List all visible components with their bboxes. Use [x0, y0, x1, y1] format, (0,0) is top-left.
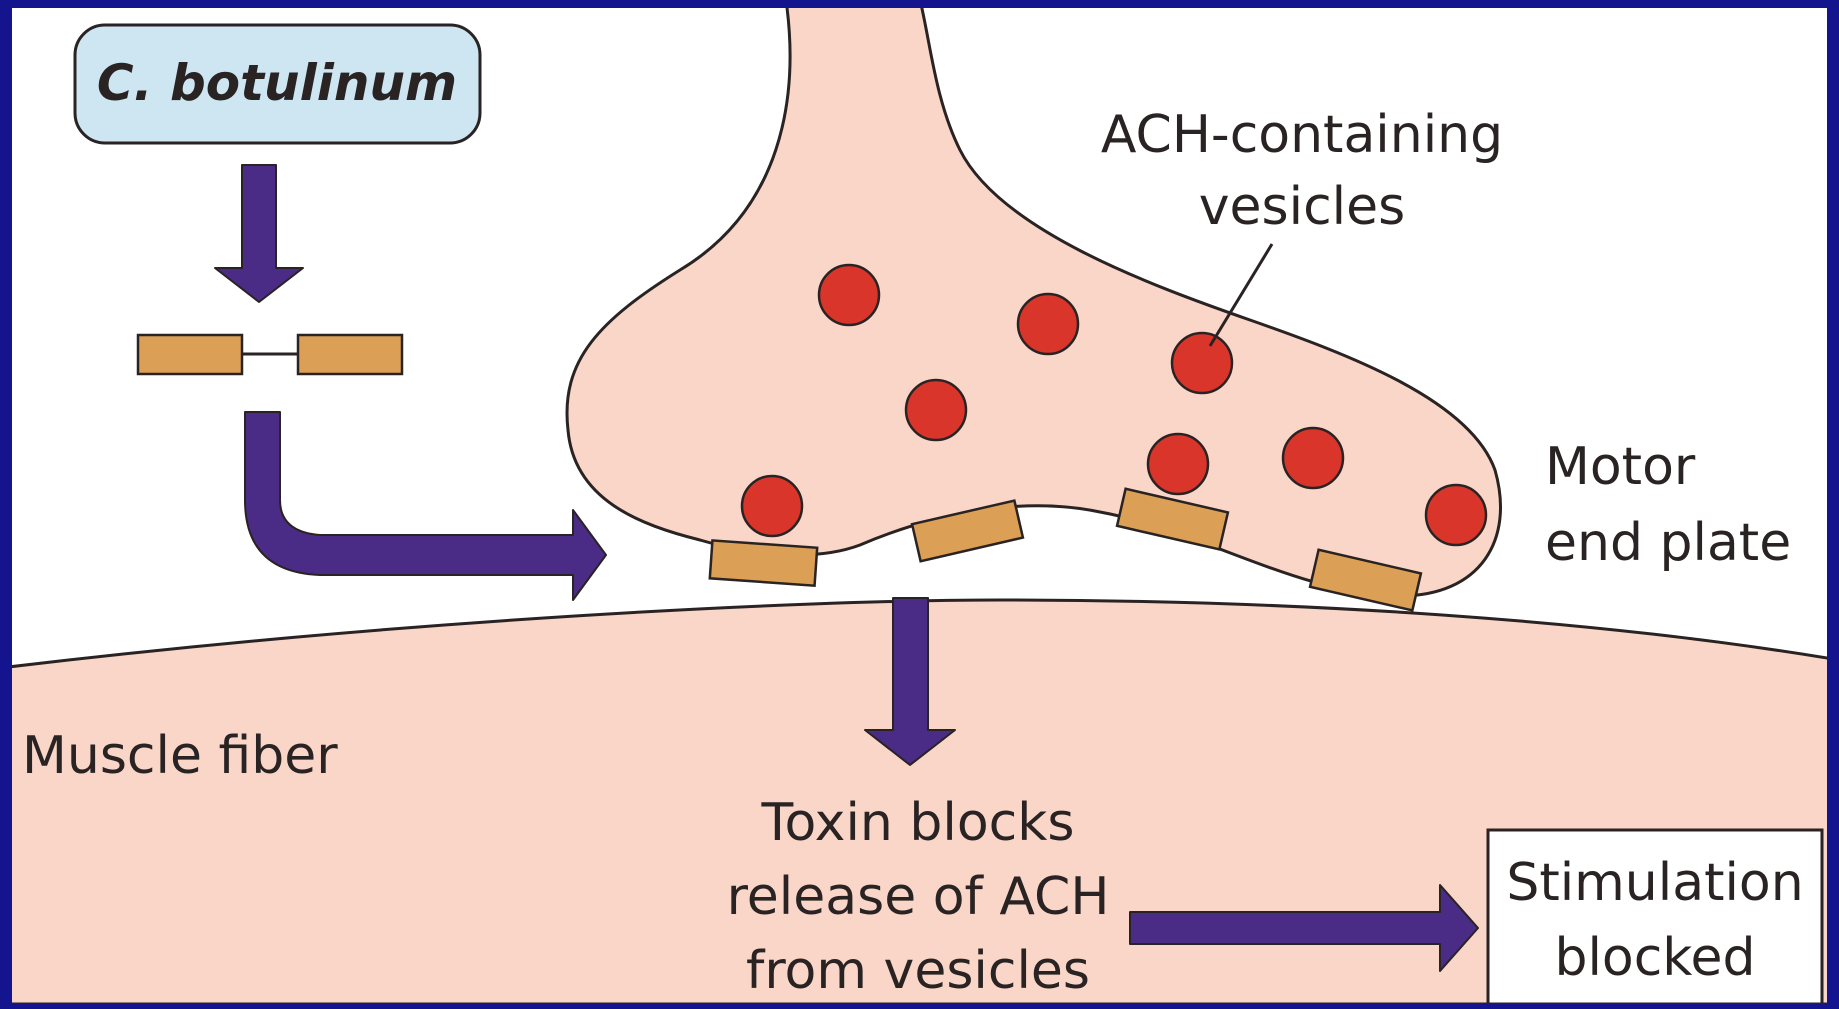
- toxin-label-line2: release of ACH: [727, 867, 1110, 927]
- result-label-line2: blocked: [1554, 928, 1755, 988]
- toxin-block: [138, 335, 242, 374]
- vesicles-label-line1: ACH-containing: [1101, 105, 1503, 165]
- organism-label: C. botulinum: [97, 54, 457, 112]
- vesicle: [1172, 333, 1232, 393]
- motor-end-plate-label-line1: Motor: [1545, 437, 1696, 497]
- vesicle: [1018, 294, 1078, 354]
- vesicles-label-line2: vesicles: [1199, 177, 1405, 237]
- vesicle: [819, 265, 879, 325]
- toxin-block: [710, 540, 817, 585]
- toxin-label-line1: Toxin blocks: [761, 793, 1075, 853]
- vesicle: [1283, 428, 1343, 488]
- result-label-line1: Stimulation: [1506, 853, 1803, 913]
- vesicle: [742, 476, 802, 536]
- vesicle: [906, 380, 966, 440]
- toxin-label-line3: from vesicles: [746, 941, 1090, 1001]
- toxin-block: [298, 335, 402, 374]
- vesicle: [1426, 485, 1486, 545]
- muscle-fiber-label: Muscle fiber: [22, 726, 338, 786]
- motor-end-plate-label-line2: end plate: [1545, 513, 1791, 573]
- vesicle: [1148, 434, 1208, 494]
